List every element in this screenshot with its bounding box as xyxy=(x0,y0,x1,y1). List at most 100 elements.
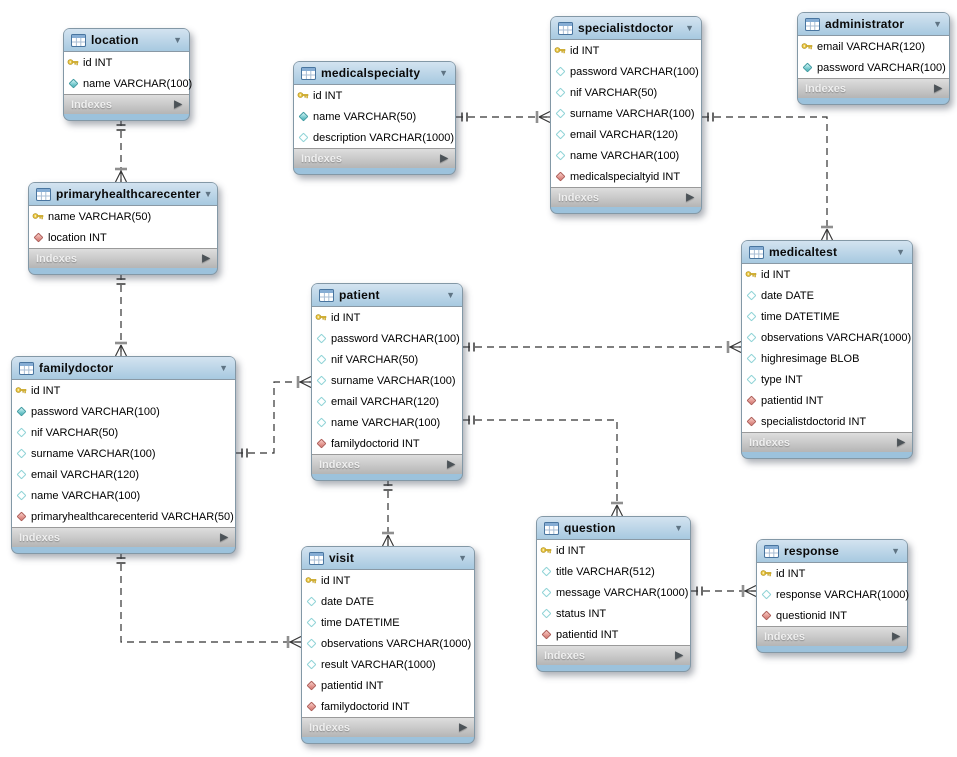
column-row[interactable]: name VARCHAR(100) xyxy=(12,485,235,506)
table-primaryhealthcarecenter[interactable]: primaryhealthcarecenter▼name VARCHAR(50)… xyxy=(28,182,218,275)
column-row[interactable]: observations VARCHAR(1000) xyxy=(302,633,474,654)
column-row[interactable]: familydoctorid INT xyxy=(302,696,474,717)
column-row[interactable]: date DATE xyxy=(302,591,474,612)
column-row[interactable]: time DATETIME xyxy=(742,306,912,327)
column-row[interactable]: id INT xyxy=(12,380,235,401)
expand-arrow-icon[interactable]: ▶ xyxy=(174,98,182,110)
collapse-triangle-icon[interactable]: ▼ xyxy=(685,22,694,33)
indexes-footer[interactable]: Indexes▶ xyxy=(64,94,189,114)
expand-arrow-icon[interactable]: ▶ xyxy=(202,252,210,264)
column-row[interactable]: id INT xyxy=(302,570,474,591)
column-row[interactable]: surname VARCHAR(100) xyxy=(312,370,462,391)
indexes-footer[interactable]: Indexes▶ xyxy=(12,527,235,547)
relationship-specialistdoctor-medicaltest[interactable] xyxy=(702,112,833,241)
expand-arrow-icon[interactable]: ▶ xyxy=(459,721,467,733)
column-row[interactable]: name VARCHAR(50) xyxy=(29,206,217,227)
column-row[interactable]: name VARCHAR(50) xyxy=(294,106,455,127)
column-row[interactable]: primaryhealthcarecenterid VARCHAR(50) xyxy=(12,506,235,527)
collapse-triangle-icon[interactable]: ▼ xyxy=(458,552,467,563)
indexes-footer[interactable]: Indexes▶ xyxy=(29,248,217,268)
column-row[interactable]: nif VARCHAR(50) xyxy=(12,422,235,443)
expand-arrow-icon[interactable]: ▶ xyxy=(892,630,900,642)
relationship-patient-question[interactable] xyxy=(463,415,623,517)
column-row[interactable]: patientid INT xyxy=(742,390,912,411)
indexes-footer[interactable]: Indexes▶ xyxy=(757,626,907,646)
relationship-patient-medicaltest[interactable] xyxy=(463,341,742,353)
expand-arrow-icon[interactable]: ▶ xyxy=(440,152,448,164)
column-row[interactable]: type INT xyxy=(742,369,912,390)
column-row[interactable]: password VARCHAR(100) xyxy=(312,328,462,349)
column-row[interactable]: password VARCHAR(100) xyxy=(12,401,235,422)
column-row[interactable]: status INT xyxy=(537,603,690,624)
column-row[interactable]: password VARCHAR(100) xyxy=(551,61,701,82)
column-row[interactable]: name VARCHAR(100) xyxy=(64,73,192,94)
column-row[interactable]: patientid INT xyxy=(537,624,690,645)
collapse-triangle-icon[interactable]: ▼ xyxy=(674,522,683,533)
relationship-location-primaryhealthcarecenter[interactable] xyxy=(115,119,127,183)
table-header[interactable]: medicalspecialty▼ xyxy=(294,62,455,85)
table-header[interactable]: primaryhealthcarecenter▼ xyxy=(29,183,217,206)
table-header[interactable]: patient▼ xyxy=(312,284,462,307)
expand-arrow-icon[interactable]: ▶ xyxy=(686,191,694,203)
table-header[interactable]: response▼ xyxy=(757,540,907,563)
relationship-familydoctor-visit[interactable] xyxy=(116,552,302,648)
column-row[interactable]: surname VARCHAR(100) xyxy=(12,443,235,464)
column-row[interactable]: nif VARCHAR(50) xyxy=(312,349,462,370)
collapse-triangle-icon[interactable]: ▼ xyxy=(896,246,905,257)
relationship-question-response[interactable] xyxy=(691,585,757,597)
column-row[interactable]: name VARCHAR(100) xyxy=(312,412,462,433)
relationship-familydoctor-patient[interactable] xyxy=(236,376,312,458)
column-row[interactable]: specialistdoctorid INT xyxy=(742,411,912,432)
column-row[interactable]: message VARCHAR(1000) xyxy=(537,582,690,603)
expand-arrow-icon[interactable]: ▶ xyxy=(934,82,942,94)
column-row[interactable]: date DATE xyxy=(742,285,912,306)
indexes-footer[interactable]: Indexes▶ xyxy=(537,645,690,665)
column-row[interactable]: familydoctorid INT xyxy=(312,433,462,454)
column-row[interactable]: highresimage BLOB xyxy=(742,348,912,369)
column-row[interactable]: description VARCHAR(1000) xyxy=(294,127,455,148)
expand-arrow-icon[interactable]: ▶ xyxy=(675,649,683,661)
collapse-triangle-icon[interactable]: ▼ xyxy=(446,289,455,300)
collapse-triangle-icon[interactable]: ▼ xyxy=(439,67,448,78)
table-header[interactable]: visit▼ xyxy=(302,547,474,570)
column-row[interactable]: id INT xyxy=(537,540,690,561)
expand-arrow-icon[interactable]: ▶ xyxy=(220,531,228,543)
collapse-triangle-icon[interactable]: ▼ xyxy=(173,34,182,45)
indexes-footer[interactable]: Indexes▶ xyxy=(798,78,949,98)
column-row[interactable]: response VARCHAR(1000) xyxy=(757,584,909,605)
indexes-footer[interactable]: Indexes▶ xyxy=(302,717,474,737)
collapse-triangle-icon[interactable]: ▼ xyxy=(203,188,213,199)
column-row[interactable]: id INT xyxy=(294,85,455,106)
table-header[interactable]: familydoctor▼ xyxy=(12,357,235,380)
column-row[interactable]: location INT xyxy=(29,227,217,248)
indexes-footer[interactable]: Indexes▶ xyxy=(742,432,912,452)
expand-arrow-icon[interactable]: ▶ xyxy=(447,458,455,470)
table-header[interactable]: specialistdoctor▼ xyxy=(551,17,701,40)
collapse-triangle-icon[interactable]: ▼ xyxy=(891,545,900,556)
column-row[interactable]: questionid INT xyxy=(757,605,907,626)
column-row[interactable]: email VARCHAR(120) xyxy=(12,464,235,485)
column-row[interactable]: id INT xyxy=(551,40,701,61)
collapse-triangle-icon[interactable]: ▼ xyxy=(219,362,228,373)
relationship-primaryhealthcarecenter-familydoctor[interactable] xyxy=(115,273,127,357)
column-row[interactable]: email VARCHAR(120) xyxy=(551,124,701,145)
table-header[interactable]: administrator▼ xyxy=(798,13,949,36)
column-row[interactable]: nif VARCHAR(50) xyxy=(551,82,701,103)
table-header[interactable]: question▼ xyxy=(537,517,690,540)
indexes-footer[interactable]: Indexes▶ xyxy=(312,454,462,474)
table-administrator[interactable]: administrator▼email VARCHAR(120)password… xyxy=(797,12,950,105)
column-row[interactable]: title VARCHAR(512) xyxy=(537,561,690,582)
expand-arrow-icon[interactable]: ▶ xyxy=(897,436,905,448)
indexes-footer[interactable]: Indexes▶ xyxy=(551,187,701,207)
column-row[interactable]: medicalspecialtyid INT xyxy=(551,166,701,187)
column-row[interactable]: observations VARCHAR(1000) xyxy=(742,327,912,348)
relationship-patient-visit[interactable] xyxy=(382,479,394,547)
